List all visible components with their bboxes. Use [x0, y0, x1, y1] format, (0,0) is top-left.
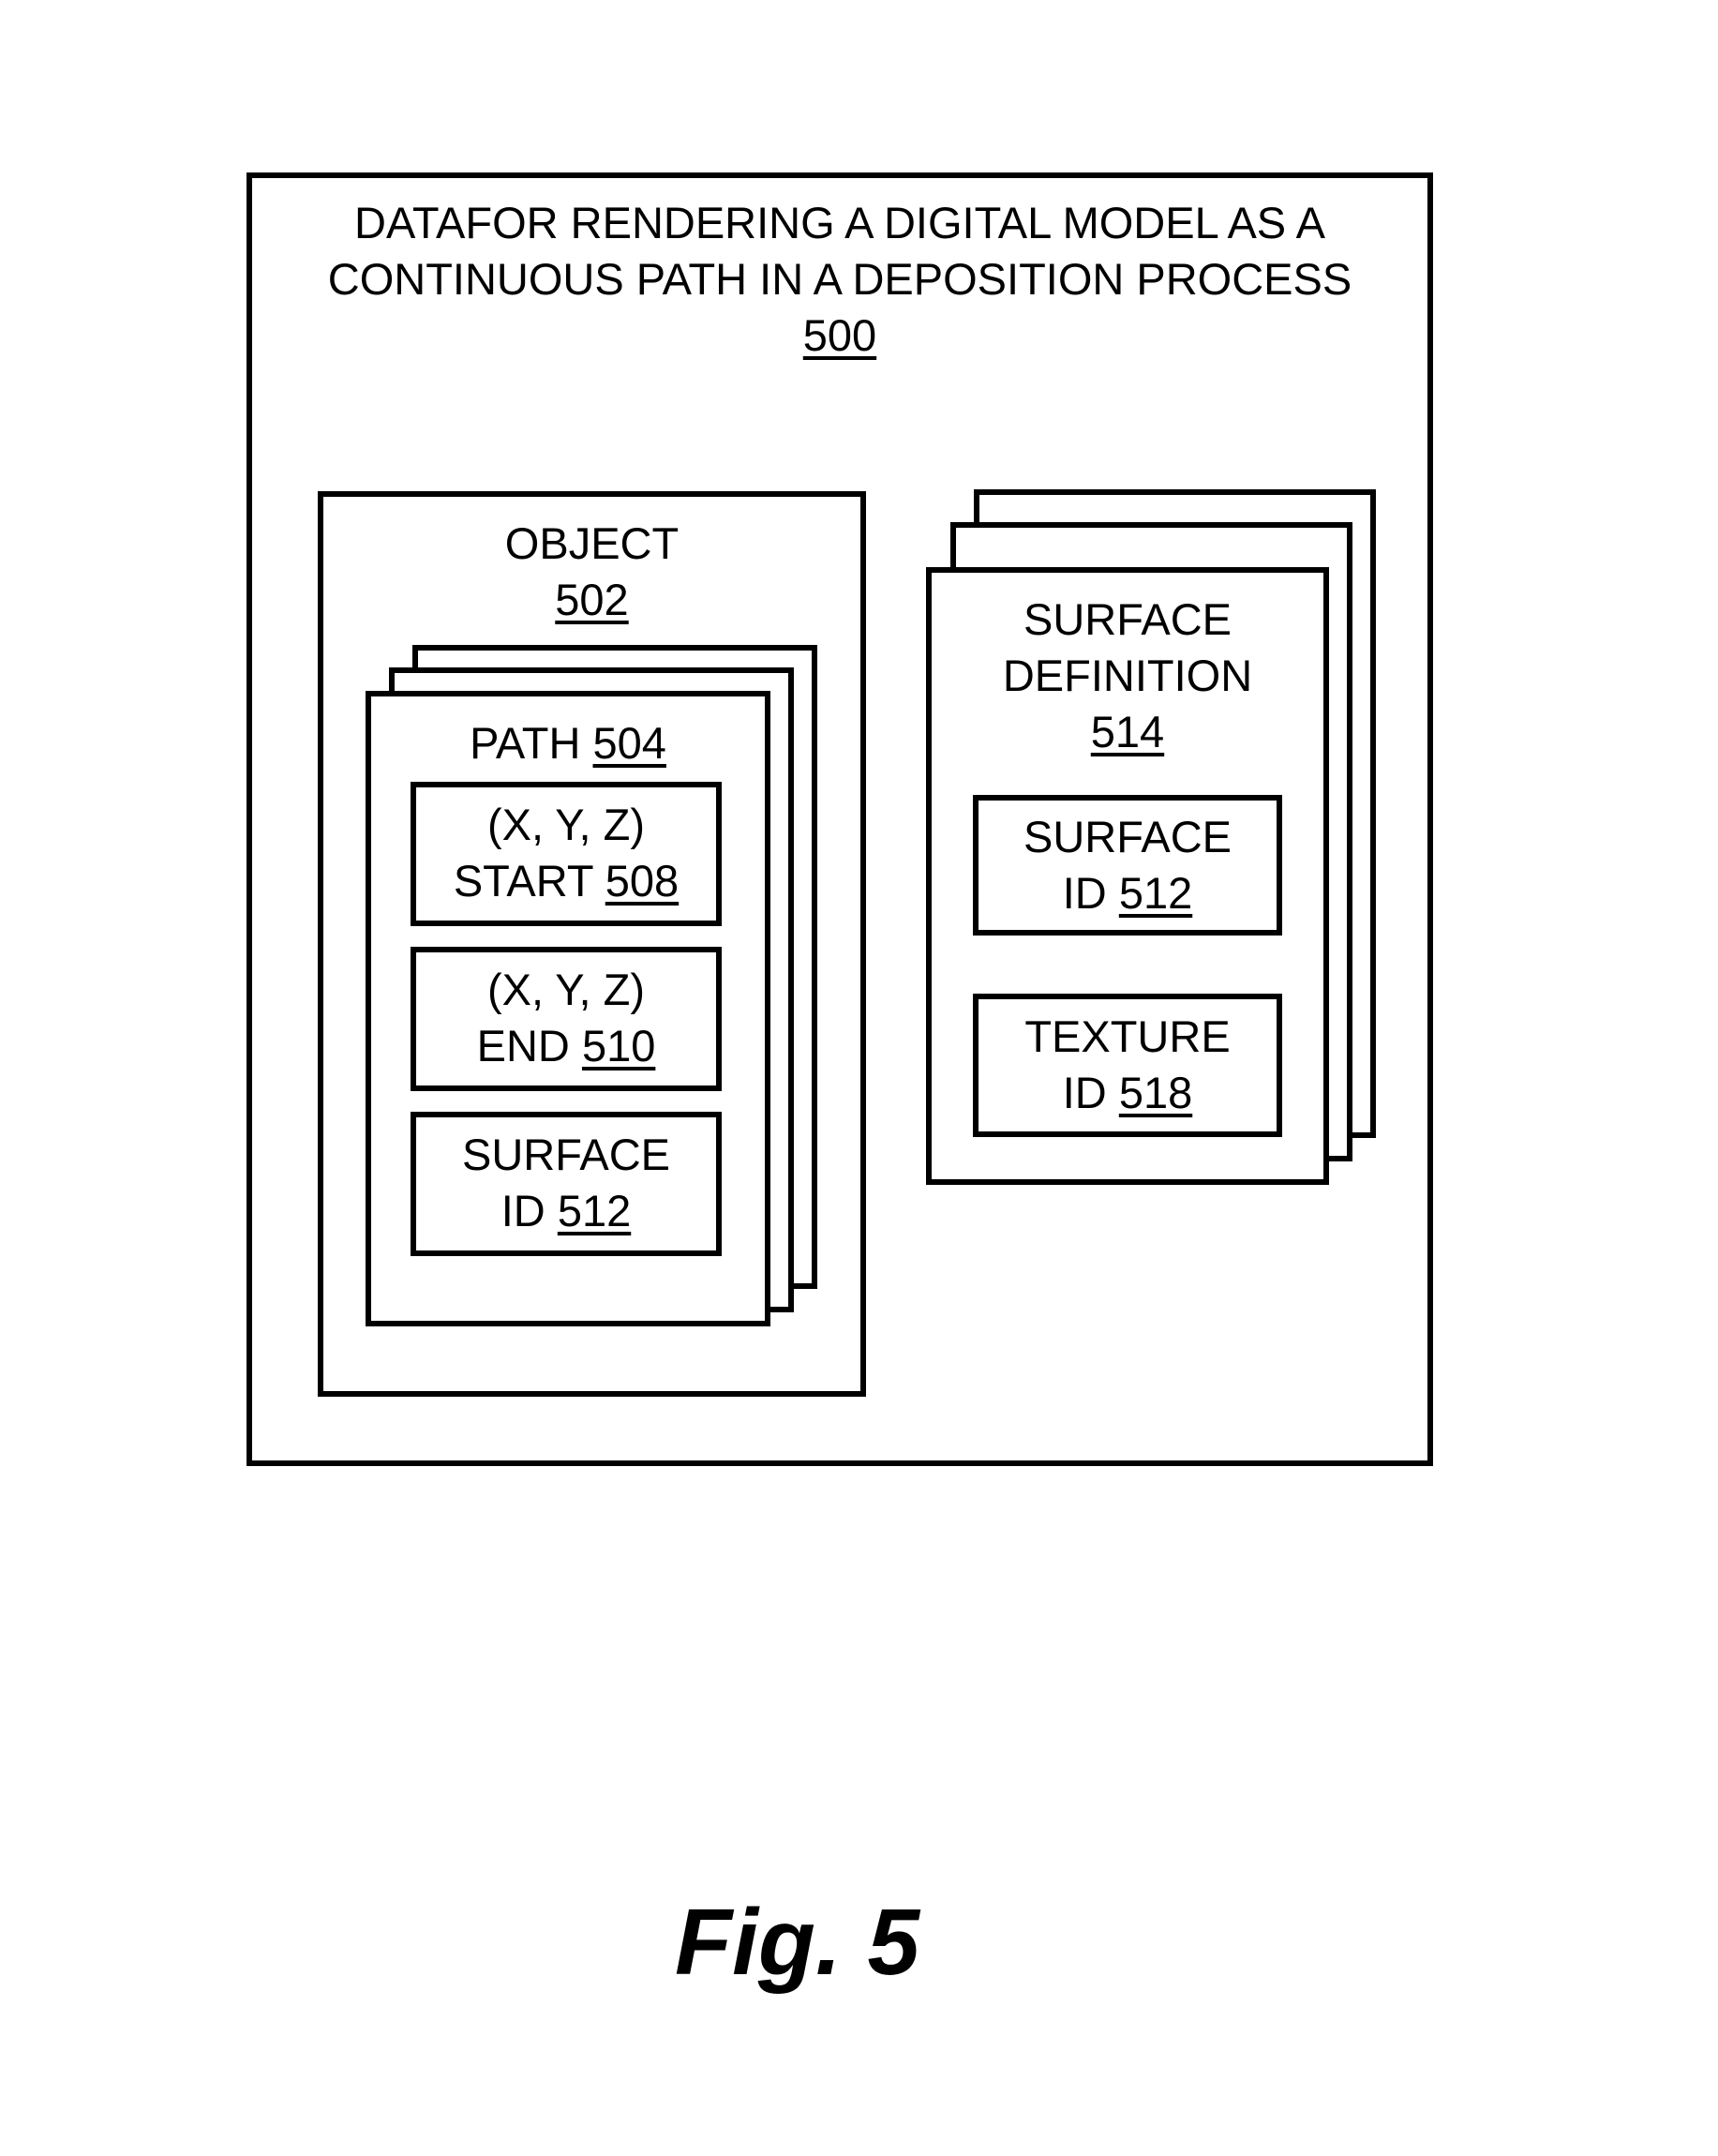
start-label: (X, Y, Z) START 508: [416, 797, 716, 909]
end-ref: 510: [582, 1021, 655, 1071]
path-surface-id-ref: 512: [558, 1186, 631, 1235]
sd-surface-id-line2: ID: [1063, 868, 1107, 918]
start-line1: (X, Y, Z): [416, 797, 716, 853]
texture-id-ref: 518: [1119, 1068, 1192, 1117]
path-ref: 504: [593, 718, 666, 768]
object-title-text: OBJECT: [323, 516, 860, 572]
surface-definition-title-line2: DEFINITION: [932, 648, 1323, 704]
start-line2: START: [454, 856, 593, 906]
container-ref: 500: [803, 310, 876, 360]
texture-id-label: TEXTURE ID 518: [979, 1009, 1277, 1121]
path-surface-id-line2: ID: [501, 1186, 545, 1235]
start-coordinate-508: (X, Y, Z) START 508: [411, 782, 722, 926]
container-title-line1: DATAFOR RENDERING A DIGITAL MODEL AS A: [252, 195, 1427, 251]
path-surface-id-512: SURFACE ID 512: [411, 1112, 722, 1256]
path-title-text: PATH: [470, 718, 580, 768]
figure-label: Fig. 5: [675, 1889, 919, 1997]
sd-surface-id-label: SURFACE ID 512: [979, 809, 1277, 921]
sd-surface-id-line1: SURFACE: [979, 809, 1277, 865]
end-line2: END: [477, 1021, 570, 1071]
end-coordinate-510: (X, Y, Z) END 510: [411, 947, 722, 1091]
container-title-line2: CONTINUOUS PATH IN A DEPOSITION PROCESS: [252, 251, 1427, 307]
texture-id-518: TEXTURE ID 518: [973, 994, 1282, 1137]
surface-definition-title: SURFACE DEFINITION 514: [932, 591, 1323, 760]
end-label: (X, Y, Z) END 510: [416, 962, 716, 1074]
texture-id-line2: ID: [1063, 1068, 1107, 1117]
path-surface-id-line1: SURFACE: [416, 1127, 716, 1183]
surface-definition-title-line1: SURFACE: [932, 591, 1323, 648]
object-title: OBJECT 502: [323, 516, 860, 628]
surface-definition-ref: 514: [1091, 707, 1164, 756]
end-line1: (X, Y, Z): [416, 962, 716, 1018]
sd-surface-id-ref: 512: [1119, 868, 1192, 918]
path-surface-id-label: SURFACE ID 512: [416, 1127, 716, 1239]
container-title: DATAFOR RENDERING A DIGITAL MODEL AS A C…: [252, 195, 1427, 364]
start-ref: 508: [605, 856, 679, 906]
path-title: PATH 504: [371, 715, 765, 771]
texture-id-line1: TEXTURE: [979, 1009, 1277, 1065]
surface-definition-surface-id-512: SURFACE ID 512: [973, 795, 1282, 936]
object-ref: 502: [555, 575, 628, 624]
